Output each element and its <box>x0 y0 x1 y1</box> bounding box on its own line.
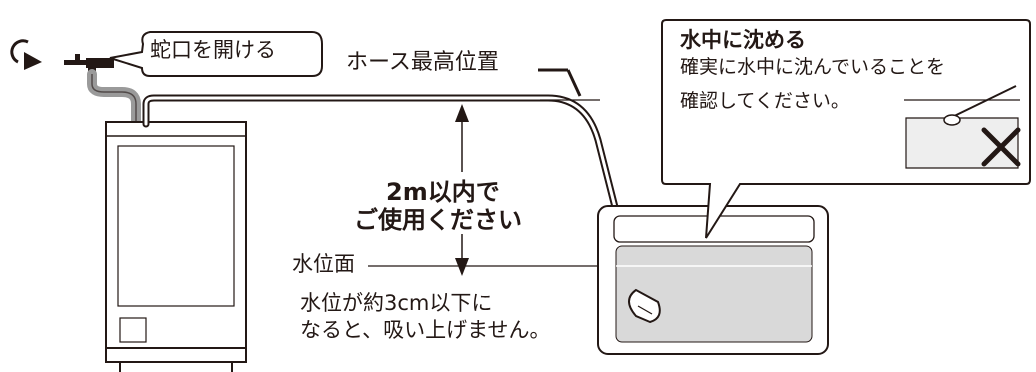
water-level-note-line1: 水位が約3cm以下に <box>300 291 493 315</box>
hose-max-label: ホース最高位置 <box>346 50 499 75</box>
hose-filter <box>628 288 661 324</box>
wrong-example-inset <box>904 85 1024 176</box>
wrong-x-icon <box>981 127 1021 167</box>
distance-arrow <box>455 104 469 276</box>
submerge-callout <box>661 19 1031 239</box>
distance-label-line2: ご使用ください <box>354 206 522 234</box>
rotate-arrow-icon <box>10 39 42 70</box>
water-level-title: 水位面 <box>292 252 355 276</box>
hose-max-indicator <box>538 68 600 101</box>
faucet-label-bubble <box>109 31 323 77</box>
faucet-label: 蛇口を開ける <box>150 38 276 62</box>
callout-line1: 確実に水中に沈んでいることを <box>680 56 946 78</box>
callout-title: 水中に沈める <box>680 28 806 52</box>
bath-hose <box>142 94 640 294</box>
distance-label-line1: 2m以内で <box>386 178 500 206</box>
callout-line2: 確認してください。 <box>680 90 850 112</box>
washing-machine <box>105 121 247 372</box>
water-level-note-line2: なると、吸い上げません。 <box>300 318 551 342</box>
faucet-hose <box>87 69 141 127</box>
